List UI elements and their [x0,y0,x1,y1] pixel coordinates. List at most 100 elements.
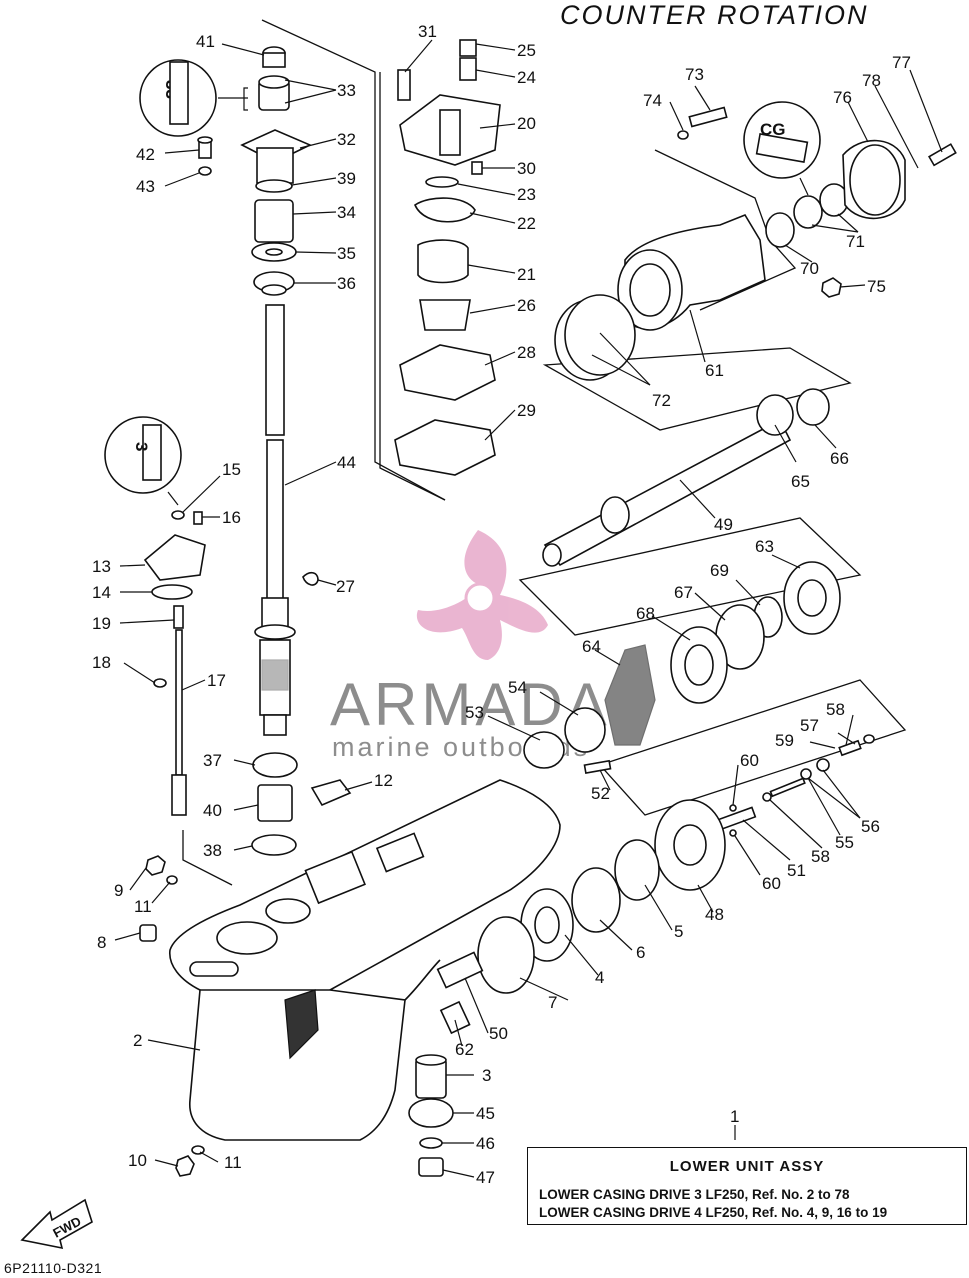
info-box-line-drive3: LOWER CASING DRIVE 3 LF250, Ref. No. 2 t… [539,1187,850,1202]
callout-11-lower: 11 [224,1153,242,1172]
shift-assembly [143,510,206,816]
water-pump-assembly [394,39,501,476]
callout-48: 48 [705,905,724,924]
callout-6: 6 [636,943,645,962]
callout-47: 47 [476,1168,495,1187]
detail-circle-cg: CG [743,101,821,179]
reverse-gear-assembly [477,799,726,994]
callout-63: 63 [755,537,774,556]
callout-61: 61 [705,361,724,380]
callout-77: 77 [892,53,911,72]
callout-52: 52 [591,784,610,803]
callout-58-lower: 58 [811,847,830,866]
info-box-line-drive4: LOWER CASING DRIVE 4 LF250, Ref. No. 4, … [539,1205,888,1220]
callout-20: 20 [517,114,536,133]
callout-51: 51 [787,861,806,880]
leader-lines [114,39,943,1178]
callout-66: 66 [830,449,849,468]
callout-57: 57 [800,716,819,735]
callout-37: 37 [203,751,222,770]
callout-70: 70 [800,259,819,278]
callout-41: 41 [196,32,215,51]
drawing-code: 6P21110-D321 [4,1260,103,1276]
callout-14: 14 [92,583,111,602]
callout-78: 78 [862,71,881,90]
pinion-assembly [408,951,484,1177]
callout-40: 40 [203,801,222,820]
callout-49: 49 [714,515,733,534]
callout-35: 35 [337,244,356,263]
callout-2: 2 [133,1031,142,1050]
callout-69: 69 [710,561,729,580]
detail-circle-33: 33 [139,59,217,137]
frame-forward-gear [518,517,862,636]
frame-water-pump [379,72,446,501]
callout-21: 21 [517,265,536,284]
callout-29: 29 [517,401,536,420]
diagram-title: COUNTER ROTATION [560,0,869,30]
callout-58-upper: 58 [826,700,845,719]
callout-5: 5 [674,922,683,941]
callout-54: 54 [508,678,527,697]
callout-45: 45 [476,1104,495,1123]
callout-71: 71 [846,232,865,251]
callout-75: 75 [867,277,886,296]
svg-text:3: 3 [132,442,151,451]
callout-labels: 1 2 3 4 5 6 7 8 9 10 11 11 12 13 14 15 1… [92,22,911,1187]
callout-43: 43 [136,177,155,196]
callout-62: 62 [455,1040,474,1059]
callout-11-upper: 11 [134,897,152,916]
callout-32: 32 [337,130,356,149]
callout-38: 38 [203,841,222,860]
frame-shift-rod [182,830,233,886]
info-box-heading: LOWER UNIT ASSY [669,1158,825,1175]
svg-text:CG: CG [760,120,786,139]
callout-23: 23 [517,185,536,204]
callout-44: 44 [337,453,356,472]
callout-31: 31 [418,22,437,41]
callout-34: 34 [337,203,356,222]
callout-68: 68 [636,604,655,623]
callout-65: 65 [791,472,810,491]
callout-8: 8 [97,933,106,952]
callout-28: 28 [517,343,536,362]
callout-30: 30 [517,159,536,178]
callout-27: 27 [336,577,355,596]
callout-18: 18 [92,653,111,672]
callout-13: 13 [92,557,111,576]
callout-39: 39 [337,169,356,188]
callout-9: 9 [114,881,123,900]
callout-56: 56 [861,817,880,836]
callout-19: 19 [92,614,111,633]
callout-53: 53 [465,703,484,722]
lower-casing [169,779,561,1141]
callout-25: 25 [517,41,536,60]
forward-gear-assembly [523,561,841,774]
propeller-hub [464,582,496,614]
callout-50: 50 [489,1024,508,1043]
frame-propeller-shaft [542,347,852,431]
upper-bearing-stack [197,46,312,296]
callout-7: 7 [548,993,557,1012]
callout-46: 46 [476,1134,495,1153]
callout-67: 67 [674,583,693,602]
callout-60-lower: 60 [762,874,781,893]
callout-60-upper: 60 [740,751,759,770]
callout-72: 72 [652,391,671,410]
casing-hardware [139,678,205,1177]
callout-64: 64 [582,637,601,656]
callout-55: 55 [835,833,854,852]
callout-74: 74 [643,91,662,110]
callout-26: 26 [517,296,536,315]
callout-33: 33 [337,81,356,100]
callout-36: 36 [337,274,356,293]
callout-15: 15 [222,460,241,479]
callout-76: 76 [833,88,852,107]
callout-4: 4 [595,968,604,987]
callout-17: 17 [207,671,226,690]
drive-shaft [254,304,296,736]
frame-shift-plunger [598,679,907,816]
lower-unit-info-box: LOWER UNIT ASSY LOWER CASING DRIVE 3 LF2… [527,1147,967,1225]
callout-42: 42 [136,145,155,164]
